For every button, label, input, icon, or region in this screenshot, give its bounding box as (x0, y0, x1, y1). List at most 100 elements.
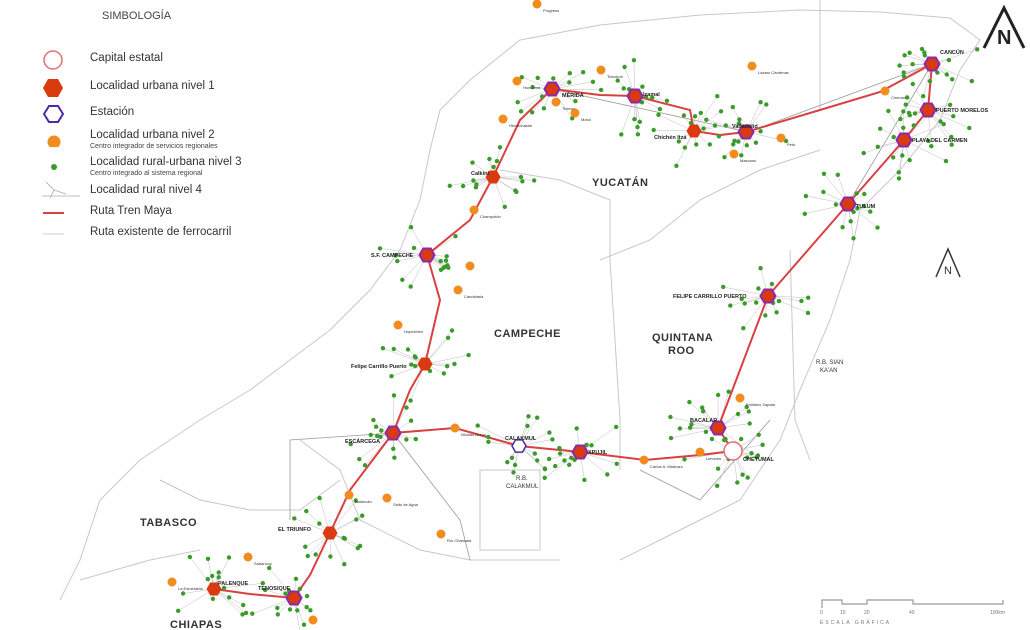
rural-locality-dot (776, 298, 782, 304)
rural-locality-dot (216, 575, 221, 580)
rural-locality-dot (392, 455, 397, 460)
rural-locality-dot (262, 587, 268, 593)
rural-locality-dot (275, 612, 280, 617)
rural-locality-dot (700, 405, 705, 410)
rural-locality-dot (698, 110, 703, 116)
rural-locality-dot (745, 455, 750, 460)
rural-locality-dot (368, 432, 373, 438)
station-marker: CALAKMUL (505, 436, 537, 453)
rural-locality-dot (452, 361, 457, 367)
rural-locality-dot (295, 608, 300, 613)
rural-locality-dot (411, 245, 417, 251)
town-marker (570, 108, 580, 118)
rural-locality-dot (622, 64, 627, 70)
town-label: Limones (706, 456, 721, 461)
rural-locality-dot (941, 121, 946, 127)
rural-locality-dot (716, 134, 722, 139)
legend-item-railway: Ruta existente de ferrocarril (40, 224, 300, 244)
rural-locality-dot (897, 63, 902, 68)
station-marker: TULUM (839, 196, 876, 212)
rural-locality-dot (532, 451, 537, 456)
rural-locality-dot (470, 160, 475, 165)
legend-item-tren-maya: Ruta Tren Maya (40, 203, 300, 223)
rural-locality-dot (614, 424, 619, 430)
rural-locality-dot (438, 259, 443, 264)
rural-locality-dot (656, 112, 661, 118)
rural-locality-dot (445, 335, 451, 340)
rural-locality-dot (764, 102, 769, 107)
rural-locality-dot (539, 94, 545, 99)
rural-locality-dot (640, 84, 645, 89)
rural-locality-dot (635, 132, 641, 137)
station-label: BACALAR (690, 418, 717, 424)
town-marker (551, 97, 561, 107)
rural-locality-dot (408, 398, 413, 403)
rural-locality-dot (744, 143, 749, 148)
rural-locality-dot (855, 206, 860, 211)
town-marker (747, 61, 757, 71)
rural-locality-dot (651, 127, 656, 133)
svg-text:0: 0 (820, 610, 823, 616)
rural-locality-dot (445, 364, 450, 369)
north-arrow-icon-small: N (935, 247, 961, 278)
rural-locality-dot (718, 109, 724, 114)
rural-locality-dot (535, 415, 540, 420)
rural-locality-dot (919, 46, 925, 52)
rural-locality-dot (391, 446, 396, 451)
svg-text:ESCALA GRÁFICA: ESCALA GRÁFICA (820, 619, 891, 626)
rural-locality-dot (886, 108, 891, 114)
rural-locality-dot (502, 204, 507, 209)
svg-text:20: 20 (864, 610, 870, 616)
rural-locality-dot (758, 100, 763, 105)
network-lines-icon (42, 182, 80, 199)
rural-locality-dot (657, 106, 663, 112)
town-marker (344, 490, 354, 500)
town-label: Tixkokob (607, 74, 624, 79)
rural-locality-dot (910, 61, 915, 67)
rural-locality-dot (682, 145, 688, 150)
rural-locality-dot (497, 145, 503, 150)
rural-locality-dot (260, 581, 265, 586)
rural-locality-dot (518, 174, 524, 180)
rural-locality-dot (664, 98, 670, 104)
rural-locality-dot (226, 555, 232, 560)
rural-locality-dot (541, 106, 547, 111)
rural-locality-dot (342, 562, 347, 567)
rural-locality-dot (703, 429, 709, 434)
reserve-label-calakmul: R.B. (516, 476, 528, 482)
rural-locality-dot (317, 495, 322, 501)
station-label: Calkiní (471, 171, 490, 177)
town-label: Sabancuy (254, 561, 272, 566)
town-marker (729, 149, 739, 159)
rural-locality-dot (715, 466, 721, 471)
rural-locality-dot (227, 595, 232, 600)
rural-locality-dot (967, 125, 972, 131)
rural-locality-dot (632, 117, 637, 122)
rural-locality-dot (413, 355, 418, 360)
rural-locality-dot (471, 178, 476, 183)
rural-locality-dot (305, 553, 310, 559)
rural-locality-dot (453, 234, 458, 239)
rural-locality-dot (758, 129, 763, 134)
capital-circle-icon (43, 50, 63, 70)
rural-locality-dot (303, 544, 308, 549)
rural-locality-dot (621, 86, 626, 91)
rural-locality-dot (681, 113, 687, 118)
rural-locality-dot (513, 188, 518, 193)
station-marker: Chichén Itzá (654, 124, 702, 141)
rural-locality-dot (512, 462, 518, 468)
rural-locality-dot (749, 451, 754, 456)
station-label: Chichén Itzá (654, 135, 687, 141)
legend-item-rural-urban3: Localidad rural-urbana nivel 3 Centro in… (40, 154, 300, 177)
state-label-tabasco: TABASCO (140, 517, 197, 529)
rural-locality-dot (769, 281, 775, 287)
town-label: Motul (581, 117, 591, 122)
rural-locality-dot (732, 138, 737, 143)
station-marker: Felipe Carrillo Puerto (351, 357, 433, 371)
station-marker: PLAYA DEL CARMEN (895, 132, 968, 148)
station-marker: ESCÁRCEGA (345, 425, 402, 445)
rural-locality-dot (466, 352, 471, 358)
state-label-quintana-roo-2: ROO (668, 345, 695, 357)
town-label: Peto (787, 142, 796, 147)
